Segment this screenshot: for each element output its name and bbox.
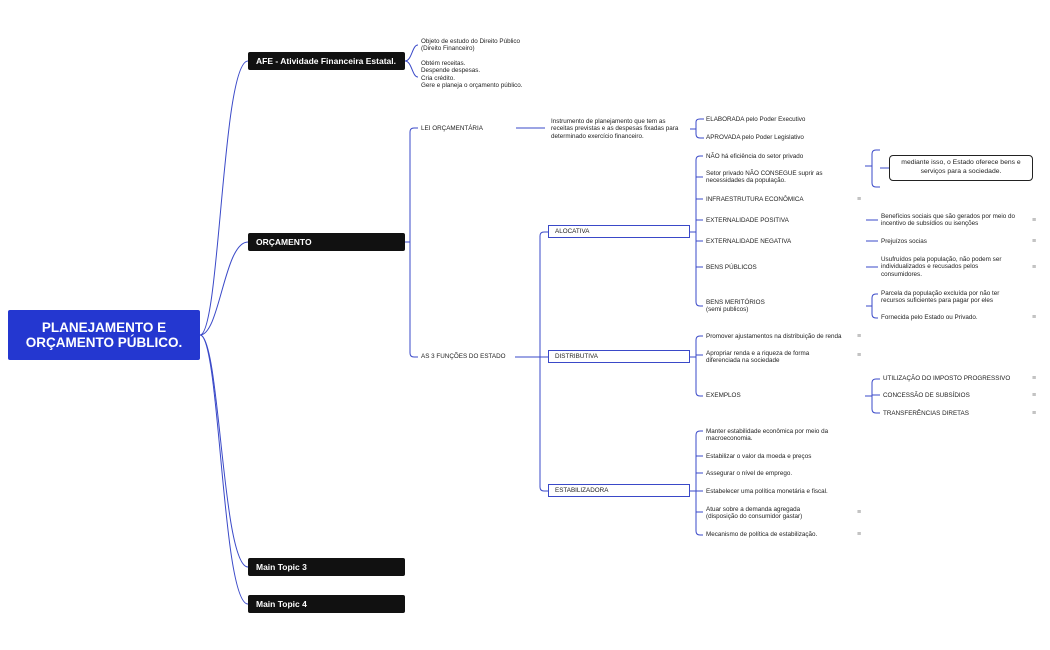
exemplos-topic[interactable]: EXEMPLOS: [706, 392, 741, 399]
manter-line: macroeconomia.: [706, 435, 753, 443]
central-topic-line2: ORÇAMENTO PÚBLICO.: [25, 335, 183, 350]
main-topic-afe[interactable]: AFE - Atividade Financeira Estatal.: [248, 52, 405, 70]
demanda-line: Atuar sobre a demanda agregada: [706, 506, 801, 513]
externalidade-positiva-topic[interactable]: EXTERNALIDADE POSITIVA: [706, 217, 789, 224]
funcoes-do-estado-topic[interactable]: AS 3 FUNÇÕES DO ESTADO: [421, 353, 506, 360]
demanda-line: (disposição do consumidor gastar): [706, 513, 803, 521]
exemplo-concessao-subsidios[interactable]: CONCESSÃO DE SUBSÍDIOS: [883, 392, 970, 399]
callout-line: mediante isso, o Estado oferece bens e: [901, 159, 1021, 166]
apropriar-line: Apropriar renda e a riqueza de forma: [706, 350, 810, 357]
notes-icon[interactable]: ≡: [857, 352, 862, 359]
notes-icon[interactable]: ≡: [857, 333, 862, 340]
bens-meritorios-desc[interactable]: Parcela da população excluída por não te…: [881, 290, 999, 305]
distributiva-item-apropriar[interactable]: Apropriar renda e a riqueza de forma dif…: [706, 350, 809, 365]
bens-pub-line: consumidores.: [881, 270, 922, 278]
notes-icon[interactable]: ≡: [857, 531, 862, 538]
notes-icon[interactable]: ≡: [1032, 314, 1037, 321]
apropriar-line: diferenciada na sociedade: [706, 357, 780, 365]
notes-icon[interactable]: ≡: [1032, 375, 1037, 382]
lei-desc-line: Instrumento de planejamento que tem as: [551, 118, 666, 125]
estab-item-politica[interactable]: Estabelecer uma política monetária e fis…: [706, 488, 828, 495]
afe-detail-line: Gere e planeja o orçamento público.: [421, 82, 523, 90]
bens-meritorios-fornecida[interactable]: Fornecida pelo Estado ou Privado.: [881, 314, 978, 321]
callout-line: serviços para a sociedade.: [920, 167, 1002, 175]
main-topic-4[interactable]: Main Topic 4: [248, 595, 405, 613]
estab-item-demanda[interactable]: Atuar sobre a demanda agregada (disposiç…: [706, 506, 802, 521]
afe-details[interactable]: Objeto de estudo do Direito Público (Dir…: [421, 38, 523, 89]
externalidade-negativa-desc[interactable]: Prejuízos socias: [881, 238, 927, 245]
lei-desc-line: receitas previstas e as despesas fixadas…: [551, 125, 679, 133]
central-topic-line1: PLANEJAMENTO E: [41, 320, 167, 335]
lei-desc-line: determinado exercício financeiro.: [551, 132, 644, 140]
elaborada-topic[interactable]: ELABORADA pelo Poder Executivo: [706, 116, 806, 123]
bens-mer-line: (semi publicos): [706, 306, 749, 314]
afe-detail-line: Cria crédito.: [421, 74, 455, 82]
estabilizadora-topic[interactable]: ESTABILIZADORA: [548, 484, 690, 497]
bens-meritorios-topic[interactable]: BENS MERITÓRIOS (semi publicos): [706, 299, 765, 314]
lei-orcamentaria-topic[interactable]: LEI ORÇAMENTÁRIA: [421, 125, 483, 132]
central-topic[interactable]: PLANEJAMENTO E ORÇAMENTO PÚBLICO.: [8, 310, 200, 360]
afe-detail-line: Obtém receitas.: [421, 59, 466, 67]
bens-pub-line: Usufruídos pela população, não podem ser: [881, 256, 1002, 263]
lei-description[interactable]: Instrumento de planejamento que tem as r…: [551, 118, 678, 140]
distributiva-item-ajustamentos[interactable]: Promover ajustamentos na distribuição de…: [706, 333, 842, 340]
setor-line: necessidades da população.: [706, 177, 786, 185]
notes-icon[interactable]: ≡: [857, 196, 862, 203]
externalidade-positiva-desc[interactable]: Benefícios sociais que são gerados por m…: [881, 213, 1015, 228]
estab-item-mecanismo[interactable]: Mecanismo de política de estabilização.: [706, 531, 818, 538]
notes-icon[interactable]: ≡: [1032, 410, 1037, 417]
main-topic-3[interactable]: Main Topic 3: [248, 558, 405, 576]
main-topic-orcamento[interactable]: ORÇAMENTO: [248, 233, 405, 251]
manter-line: Manter estabilidade econômica por meio d…: [706, 428, 829, 435]
bens-mer-desc-line: Parcela da população excluída por não te…: [881, 290, 1000, 297]
estab-item-moeda[interactable]: Estabilizar o valor da moeda e preços: [706, 453, 812, 460]
aprovada-topic[interactable]: APROVADA pelo Poder Legislativo: [706, 134, 804, 141]
afe-detail-line: (Direito Financeiro): [421, 45, 475, 53]
bens-publicos-topic[interactable]: BENS PÚBLICOS: [706, 264, 757, 271]
alocativa-topic[interactable]: ALOCATIVA: [548, 225, 690, 238]
afe-detail-line: Despende despesas.: [421, 67, 481, 75]
estab-item-manter[interactable]: Manter estabilidade econômica por meio d…: [706, 428, 828, 443]
callout-estado-oferece[interactable]: mediante isso, o Estado oferece bens e s…: [889, 155, 1033, 181]
nao-eficiencia-topic[interactable]: NÃO há eficiência do setor privado: [706, 153, 804, 160]
bens-mer-desc-line: recursos suficientes para pagar por eles: [881, 297, 994, 305]
infraestrutura-topic[interactable]: INFRAESTRUTURA ECONÔMICA: [706, 196, 804, 203]
setor-privado-topic[interactable]: Setor privado NÃO CONSEGUE suprir as nec…: [706, 170, 823, 185]
notes-icon[interactable]: ≡: [1032, 264, 1037, 271]
setor-line: Setor privado NÃO CONSEGUE suprir as: [706, 170, 823, 177]
notes-icon[interactable]: ≡: [857, 509, 862, 516]
ext-pos-line: incentivo de subsídios ou isenções: [881, 220, 979, 228]
exemplo-transferencias-diretas[interactable]: TRANSFERÊNCIAS DIRETAS: [883, 410, 969, 417]
distributiva-topic[interactable]: DISTRIBUTIVA: [548, 350, 690, 363]
afe-detail-line: Objeto de estudo do Direito Público: [421, 38, 521, 45]
bens-publicos-desc[interactable]: Usufruídos pela população, não podem ser…: [881, 256, 1001, 278]
notes-icon[interactable]: ≡: [1032, 392, 1037, 399]
externalidade-negativa-topic[interactable]: EXTERNALIDADE NEGATIVA: [706, 238, 792, 245]
bens-mer-line: BENS MERITÓRIOS: [706, 299, 765, 306]
bens-pub-line: individualizados e recusados pelos: [881, 263, 979, 271]
ext-pos-line: Benefícios sociais que são gerados por m…: [881, 213, 1016, 220]
exemplo-imposto-progressivo[interactable]: UTILIZAÇÃO DO IMPOSTO PROGRESSIVO: [883, 375, 1011, 382]
notes-icon[interactable]: ≡: [1032, 238, 1037, 245]
estab-item-emprego[interactable]: Assegurar o nível de emprego.: [706, 470, 793, 477]
notes-icon[interactable]: ≡: [1032, 217, 1037, 224]
